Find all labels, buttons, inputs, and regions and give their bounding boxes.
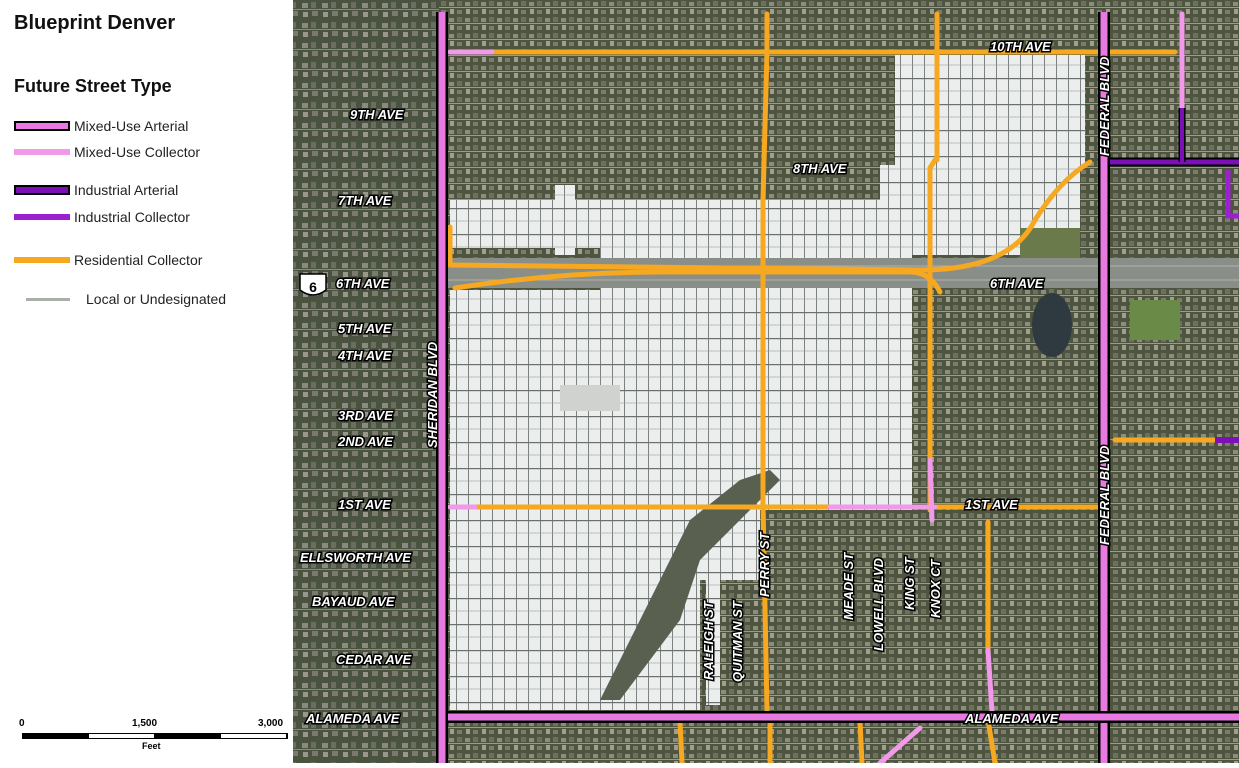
label-knox-ct: KNOX CT <box>928 558 943 618</box>
label-1st-ave-east: 1ST AVE <box>965 497 1018 512</box>
legend-swatch-local <box>26 297 70 301</box>
legend-title: Blueprint Denver <box>14 12 176 34</box>
label-8th-ave: 8TH AVE <box>793 161 847 176</box>
label-raleigh-st: RALEIGH ST <box>701 600 716 680</box>
label-9th-ave: 9TH AVE <box>350 107 404 122</box>
industrial-routes <box>1110 108 1239 443</box>
map-legend: Blueprint Denver Future Street Type Mixe… <box>0 0 292 763</box>
legend-item-mixed-use-collector: Mixed-Use Collector <box>14 144 200 160</box>
legend-label: Residential Collector <box>74 252 203 268</box>
park-area <box>1020 228 1180 357</box>
legend-item-residential-collector: Residential Collector <box>14 252 202 268</box>
label-1st-ave-west: 1ST AVE <box>338 497 391 512</box>
scale-unit: Feet <box>142 741 161 751</box>
legend-swatch-mixed-use-collector <box>14 149 70 155</box>
label-sheridan-blvd: SHERIDAN BLVD <box>425 341 440 448</box>
label-alameda-ave-west: ALAMEDA AVE <box>305 711 400 726</box>
legend-label: Mixed-Use Arterial <box>74 118 189 134</box>
label-3rd-ave: 3RD AVE <box>338 408 393 423</box>
label-king-st: KING ST <box>902 556 917 610</box>
legend-subtitle: Future Street Type <box>14 76 172 96</box>
scale-bar: 0 1,500 3,000 Feet <box>14 718 290 760</box>
map-view[interactable]: 6 10TH AVE 9TH AVE 8TH AVE 7TH AVE 6TH A… <box>293 0 1239 766</box>
scale-bar-graphic <box>22 733 288 739</box>
legend-label: Local or Undesignated <box>86 291 227 307</box>
legend-label: Industrial Arterial <box>74 182 179 198</box>
label-quitman-st: QUITMAN ST <box>730 600 745 682</box>
legend-label: Mixed-Use Collector <box>74 144 201 160</box>
label-6th-ave-east: 6TH AVE <box>990 276 1044 291</box>
label-4th-ave: 4TH AVE <box>337 348 392 363</box>
label-lowell-blvd: LOWELL BLVD <box>871 557 886 651</box>
scale-tick-label: 3,000 <box>258 718 284 729</box>
label-2nd-ave: 2ND AVE <box>337 434 393 449</box>
scale-tick-label: 1,500 <box>132 718 158 729</box>
legend-item-industrial-collector: Industrial Collector <box>14 209 190 225</box>
residential-collectors <box>447 11 1218 766</box>
shield-number: 6 <box>309 279 317 295</box>
mixed-use-collectors <box>447 11 1185 766</box>
legend-item-industrial-arterial: Industrial Arterial <box>14 182 178 198</box>
label-6th-ave-west: 6TH AVE <box>336 276 390 291</box>
scale-tick-label: 0 <box>19 718 25 729</box>
label-bayaud-ave: BAYAUD AVE <box>312 594 395 609</box>
label-10th-ave: 10TH AVE <box>990 39 1051 54</box>
legend-item-mixed-use-arterial: Mixed-Use Arterial <box>14 118 188 134</box>
street-labels: 10TH AVE 9TH AVE 8TH AVE 7TH AVE 6TH AVE… <box>299 38 1114 728</box>
label-federal-blvd-south: FEDERAL BLVD <box>1097 445 1112 545</box>
legend-swatch-mixed-use-arterial <box>14 121 70 131</box>
label-ellsworth-ave: ELLSWORTH AVE <box>300 550 411 565</box>
label-alameda-ave-east: ALAMEDA AVE <box>964 711 1059 726</box>
legend-item-local-or-undesignated: Local or Undesignated <box>14 291 226 307</box>
label-7th-ave: 7TH AVE <box>338 193 392 208</box>
legend-label: Industrial Collector <box>74 209 190 225</box>
legend-swatch-industrial-collector <box>14 214 70 220</box>
legend-swatch-industrial-arterial <box>14 185 70 195</box>
label-meade-st: MEADE ST <box>841 552 856 620</box>
aerial-imagery-west <box>293 0 439 763</box>
label-perry-st: PERRY ST <box>757 531 772 597</box>
label-federal-blvd-north: FEDERAL BLVD <box>1097 56 1112 156</box>
mixed-use-arterials <box>436 12 1239 763</box>
map-canvas: 6 10TH AVE 9TH AVE 8TH AVE 7TH AVE 6TH A… <box>293 0 1239 766</box>
parcel-area <box>450 55 1085 710</box>
label-5th-ave: 5TH AVE <box>338 321 392 336</box>
us-6-shield: 6 <box>299 273 327 296</box>
label-cedar-ave: CEDAR AVE <box>336 652 411 667</box>
legend-swatch-residential-collector <box>14 257 70 263</box>
